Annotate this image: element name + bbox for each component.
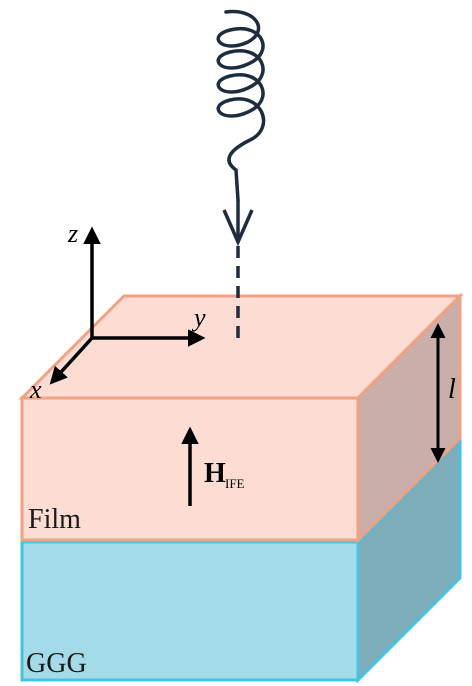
thickness-label: l — [448, 374, 456, 405]
ife-field: H IFE — [181, 426, 245, 506]
x-axis-arrow — [49, 336, 94, 385]
substrate-block — [20, 434, 462, 684]
y-axis-label: y — [191, 303, 206, 332]
helix-coil — [216, 9, 266, 202]
z-axis-label: z — [67, 219, 78, 248]
light-beam — [216, 9, 266, 344]
film-label: Film — [28, 504, 81, 535]
beam-arrowhead — [222, 209, 254, 247]
coordinate-axes: z y x — [29, 219, 206, 404]
field-label: H — [204, 458, 226, 489]
substrate-front-face — [20, 540, 360, 682]
x-axis-label: x — [29, 375, 42, 404]
film-block — [18, 292, 464, 544]
thickness-indicator: l — [430, 323, 456, 463]
field-subscript: IFE — [225, 476, 245, 491]
substrate-label: GGG — [26, 648, 87, 679]
